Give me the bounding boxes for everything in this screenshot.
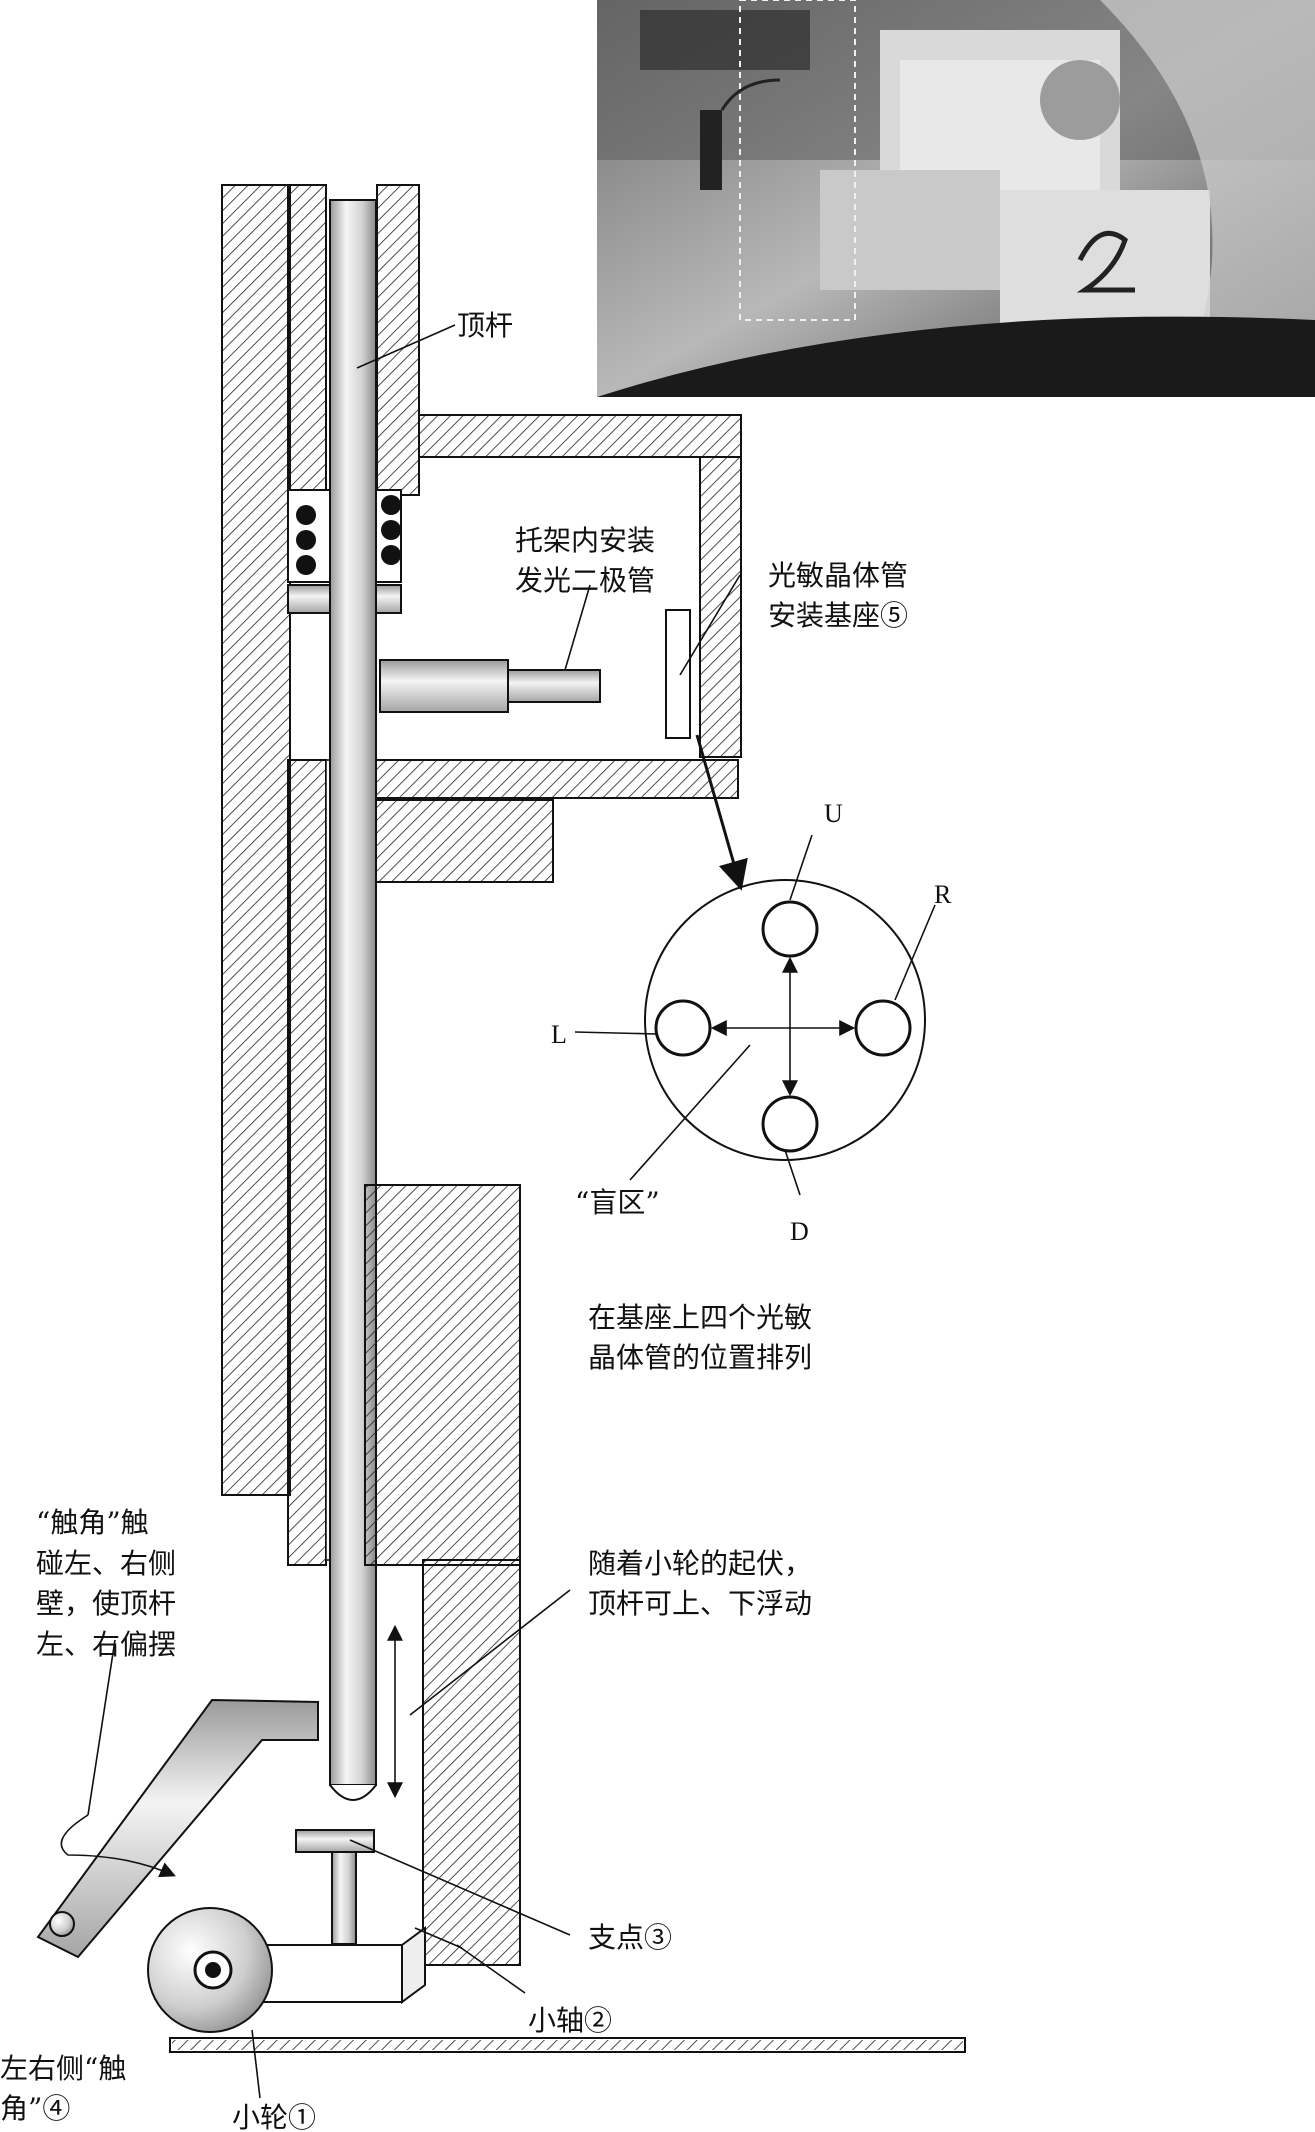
- label-small-wheel: 小轮①: [232, 2101, 316, 2132]
- label-feeler-1: “触角”触: [36, 1506, 149, 1539]
- ground-rail: [169, 2037, 966, 2053]
- labels: 顶杆 托架内安装 发光二极管 光敏晶体管 安装基座⑤ U R L D “盲区” …: [0, 309, 952, 2132]
- frame-lower-blocks: [364, 1184, 521, 1966]
- transistor-l: [654, 999, 712, 1057]
- label-dir-r: R: [934, 880, 952, 909]
- led-bracket: [375, 414, 742, 883]
- label-arrangement-2: 晶体管的位置排列: [588, 1341, 812, 1374]
- label-arrangement-1: 在基座上四个光敏: [588, 1301, 812, 1334]
- label-push-rod: 顶杆: [457, 309, 513, 342]
- feeler-arm: [36, 1698, 319, 1959]
- label-dir-u: U: [824, 799, 843, 828]
- transistor-r: [854, 999, 912, 1057]
- leader-lines: [60, 324, 936, 2099]
- label-float-1: 随着小轮的起伏，: [588, 1547, 812, 1580]
- label-side-feeler-1: 左右侧“触: [0, 2052, 126, 2085]
- small-wheel: [147, 1907, 273, 2033]
- label-led-1: 托架内安装: [515, 524, 655, 557]
- label-dir-l: L: [551, 1020, 567, 1049]
- label-feeler-2: 碰左、右侧: [36, 1547, 176, 1580]
- label-dir-d: D: [790, 1217, 809, 1246]
- transistor-u: [761, 900, 819, 958]
- photo-base: [665, 609, 691, 739]
- transistor-arrangement: [644, 879, 926, 1161]
- label-photo-2: 安装基座⑤: [768, 599, 908, 632]
- label-small-shaft: 小轴②: [528, 2004, 612, 2037]
- label-float-2: 顶杆可上、下浮动: [588, 1587, 812, 1620]
- device-photo: [597, 0, 1315, 397]
- label-feeler-4: 左、右偏摆: [36, 1628, 176, 1661]
- label-feeler-3: 壁，使顶杆: [36, 1587, 176, 1620]
- label-photo-1: 光敏晶体管: [768, 559, 908, 592]
- label-led-2: 发光二极管: [515, 564, 655, 597]
- transistor-d: [761, 1095, 819, 1153]
- label-blind-zone: “盲区”: [575, 1186, 660, 1219]
- label-fulcrum: 支点③: [588, 1921, 672, 1954]
- label-side-feeler-2: 角”④: [0, 2092, 70, 2125]
